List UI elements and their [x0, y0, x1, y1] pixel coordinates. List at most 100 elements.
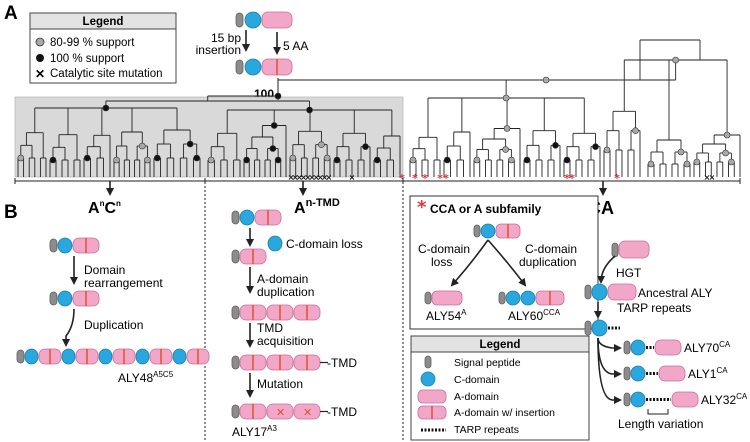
cross-icon: × [313, 173, 320, 182]
legend-item: TARP repeats [454, 424, 519, 436]
legend-item: 100 % support [50, 53, 125, 65]
column-ca: HGT Ancestral ALY TARP repeats ALY70CA A… [584, 240, 748, 431]
support-80-node [17, 154, 25, 162]
step-label: Domain [84, 263, 125, 277]
branch-label: duplication [519, 255, 576, 269]
support-80-node [603, 146, 611, 154]
grey-node-icon [35, 37, 45, 47]
legend-item: Catalytic site mutation [50, 68, 163, 80]
cross-icon: × [292, 173, 299, 182]
support-100-node [49, 156, 57, 164]
support-80-node [502, 146, 509, 153]
support-100-node [306, 106, 313, 114]
product-name: ALY1CA [688, 366, 728, 381]
hgt-label: HGT [616, 266, 642, 280]
step-label: rearrangement [84, 276, 163, 290]
star-icon: * [614, 172, 620, 185]
support-100-node [563, 156, 571, 164]
support-80-node [473, 156, 481, 164]
support-80-node [542, 76, 550, 84]
support-100-node [83, 154, 91, 162]
a-domain-icon [417, 389, 447, 404]
legend-item: A-domain w/ insertion [454, 407, 555, 419]
support-80-node [503, 125, 511, 132]
clade-title-ancn: AnCn [88, 199, 121, 217]
support-80-node [647, 160, 655, 168]
support-80-node [722, 149, 729, 157]
column-antmd: C-domain loss A-domain duplication TMD a… [231, 209, 363, 439]
star-icon: * [399, 172, 405, 185]
support-100-node [552, 142, 559, 149]
support-100-node [193, 154, 201, 162]
support-100-node [592, 143, 599, 150]
cross-icon: × [325, 173, 332, 182]
support-100-node [274, 92, 282, 100]
support-80-node [508, 156, 515, 164]
mutation-icon: ✕ [303, 406, 312, 419]
legend-title: Legend [480, 339, 521, 351]
clade-bracket [14, 178, 741, 196]
star-icon: * [564, 172, 570, 185]
support-80-node [207, 156, 215, 164]
support-80-node [138, 142, 146, 150]
tmd-label: -TMD [327, 405, 357, 419]
support-100-node [523, 156, 531, 164]
black-node-icon [36, 54, 44, 62]
legend-item: A-domain [454, 391, 499, 403]
support-100-node [270, 122, 278, 129]
length-variation-label: Length variation [618, 417, 703, 431]
tmd-label: -TMD [327, 356, 357, 370]
cross-icon: × [349, 173, 356, 182]
ancestral-label: Ancestral ALY [638, 286, 712, 300]
cross-icon: × [288, 173, 295, 182]
cross-icon: × [709, 173, 716, 182]
cross-icon: × [296, 173, 303, 182]
support-80-node [323, 154, 331, 162]
support-100-node [153, 154, 161, 162]
clade-title-antmd: An-TMD [294, 197, 340, 217]
support-80-node [677, 148, 685, 156]
support-100-node [102, 104, 110, 112]
support-100-node [274, 156, 282, 164]
c-domain-icon [420, 371, 436, 387]
tarp-label: TARP repeats [617, 301, 691, 315]
product-name: ALY70CA [684, 340, 731, 355]
column-cca-a: * CCA or A subfamily C-domain loss C-dom… [409, 195, 599, 330]
legend-item: C-domain [454, 374, 500, 386]
product-name: ALY60CCA [508, 308, 561, 323]
support-100-node [186, 140, 194, 148]
product-name: ALY54A [426, 308, 467, 323]
legend-support: Legend 80-99 % support 100 % support ✕ C… [29, 12, 177, 84]
cross-icon: × [300, 173, 307, 182]
step-label: Duplication [84, 318, 143, 332]
product-name: ALY17A3 [232, 424, 277, 439]
insertion-bp: 15 bp [211, 31, 241, 45]
step-label: acquisition [257, 334, 314, 348]
step-label: Mutation [257, 377, 303, 391]
support-80-node [144, 156, 151, 164]
star-icon: * [437, 172, 443, 185]
support-80-node [632, 127, 639, 134]
cross-icon: × [321, 173, 328, 182]
star-icon: * [569, 172, 575, 185]
step-label: A-domain [257, 272, 308, 286]
legend-item: Signal peptide [454, 357, 521, 369]
panel-label-b: B [4, 202, 18, 223]
insertion-label: insertion [196, 43, 241, 57]
star-icon: * [417, 197, 427, 218]
step-label: C-domain loss [286, 237, 363, 251]
product-name: ALY48A5C5 [118, 370, 174, 385]
star-icon: * [422, 172, 428, 185]
step-label: TMD [257, 321, 283, 335]
phylogenetic-tree: ********××××××××××××× [14, 39, 741, 185]
support-100-node [243, 156, 250, 164]
support-80-node [409, 156, 417, 164]
cross-icon: × [704, 173, 711, 182]
cross-icon: × [317, 173, 324, 182]
support-100-node [443, 156, 451, 164]
cross-icon: × [304, 173, 311, 182]
star-icon: * [443, 172, 449, 185]
support-80-node [672, 56, 679, 64]
support-100-node [362, 143, 369, 150]
